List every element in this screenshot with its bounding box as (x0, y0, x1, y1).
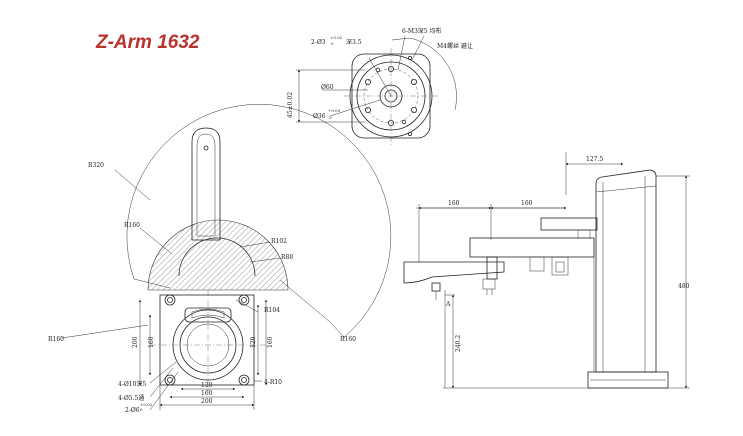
holes-10-label: 4-Ø10深5 (118, 380, 146, 388)
reach-hatched-zone (147, 219, 289, 291)
flange-bolt-holes (364, 56, 417, 136)
dia60-label: Ø60 (321, 84, 334, 91)
base-plate (159, 294, 255, 386)
r102-label: R102 (271, 238, 287, 245)
pin-hole-tolerance-low: 0 (140, 407, 143, 412)
column-body (595, 169, 657, 373)
pin-hole-tolerance-low: 0 (331, 41, 334, 46)
product-title: Z-Arm 1632 (96, 32, 200, 53)
width-120-dim: 120 (201, 382, 213, 389)
thread-holes-label: 6-M3深5 均布 (402, 27, 442, 35)
arm2-160-label: 160 (448, 200, 460, 207)
arm1-160-label: 160 (521, 200, 533, 207)
m4-screw-label: M4螺丝 避让 (437, 42, 473, 50)
point-a-label: A (445, 301, 451, 308)
right-160-dim: 160 (267, 336, 274, 348)
r160-right-label: R160 (340, 336, 356, 343)
dia36-tolerance-low: 0 (329, 115, 332, 120)
flange-top-view: 2-Ø3 +0.02 0 深3.5 6-M3深5 均布 M4螺丝 避让 45±0… (287, 27, 473, 146)
dia36-label: Ø36 (313, 113, 326, 120)
holes-5-label: 4-Ø5.5通 (118, 394, 144, 402)
width-200-dim: 200 (201, 398, 213, 405)
pin-hole-tolerance: +0.02 (330, 35, 343, 40)
offset-127-5-label: 127.5 (586, 156, 603, 163)
pin-hole-tolerance: +0.02 (140, 402, 153, 407)
plan-view: R320 R160 R102 R88 R104 R160 R160 200 16… (48, 104, 392, 414)
upper-arm-top (540, 217, 598, 231)
height-240-2-label: 240.2 (455, 335, 462, 352)
pin-hole-label: 2-Ø3 (311, 39, 326, 46)
arm-link-outer (191, 127, 221, 241)
side-view: 127.5 160 160 480 240.2 A (403, 152, 690, 389)
forearm (403, 261, 505, 284)
side-radius-label: 4-R10 (264, 379, 282, 386)
height-160-dim: 160 (148, 336, 155, 348)
pin-hole-label: 2-Ø6 (125, 407, 140, 414)
height-480-label: 480 (678, 283, 690, 290)
reach-envelope-outer (126, 104, 392, 339)
pin-hole-depth: 深3.5 (346, 38, 362, 46)
arm-end-hole (203, 145, 209, 151)
r160-left-label: R160 (48, 336, 64, 343)
dia36-tolerance: +0.03 (328, 108, 341, 113)
right-120-dim: 120 (250, 336, 257, 348)
width-160-dim: 160 (201, 390, 213, 397)
upper-arm (469, 237, 595, 258)
r104-label: R104 (264, 307, 280, 314)
r160-upper-label: R160 (124, 222, 140, 229)
flange-height-dim: 45±0.02 (287, 92, 294, 118)
height-200-dim: 200 (132, 336, 139, 348)
r88-label: R88 (281, 254, 293, 261)
r320-label: R320 (88, 162, 104, 169)
